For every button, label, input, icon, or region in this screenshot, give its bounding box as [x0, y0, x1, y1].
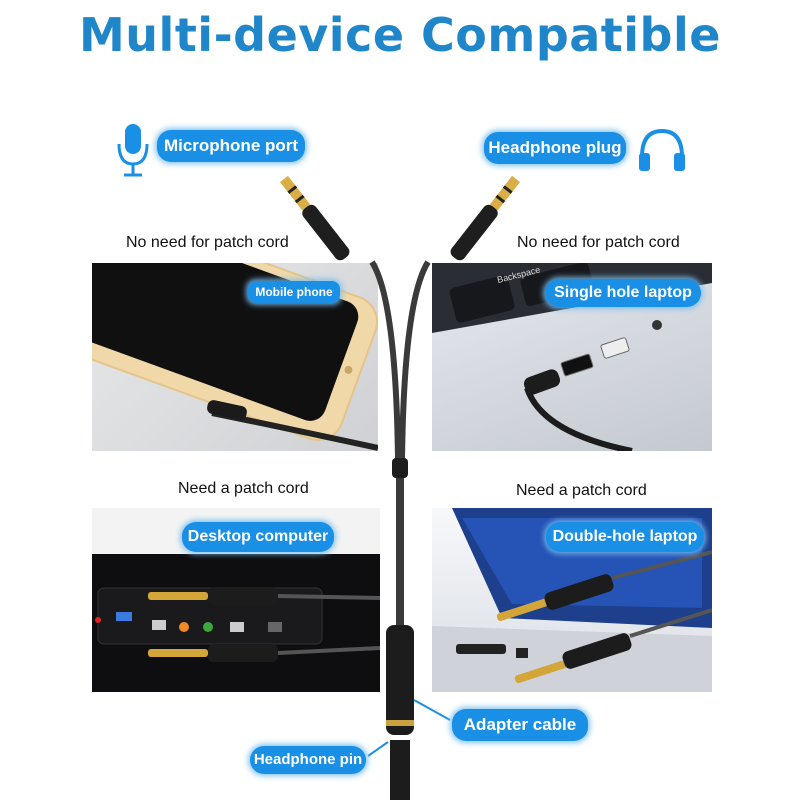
caption-need-patch-left: Need a patch cord	[178, 480, 309, 497]
microphone-port-label: Microphone port	[157, 130, 305, 162]
caption-need-patch-right: Need a patch cord	[516, 482, 647, 499]
microphone-icon	[115, 122, 151, 178]
caption-no-patch-right: No need for patch cord	[517, 234, 680, 251]
single-hole-laptop-label: Single hole laptop	[545, 279, 701, 307]
adapter-cable-label: Adapter cable	[452, 709, 588, 741]
page-title: Multi-device Compatible	[79, 8, 721, 62]
double-hole-laptop-label: Double-hole laptop	[546, 522, 704, 552]
headphones-icon	[636, 125, 688, 175]
headphone-pin-label: Headphone pin	[250, 746, 366, 774]
headphone-plug-label: Headphone plug	[484, 132, 626, 164]
caption-no-patch-left: No need for patch cord	[126, 234, 289, 251]
mobile-phone-label: Mobile phone	[248, 281, 340, 303]
desktop-computer-label: Desktop computer	[182, 522, 334, 552]
